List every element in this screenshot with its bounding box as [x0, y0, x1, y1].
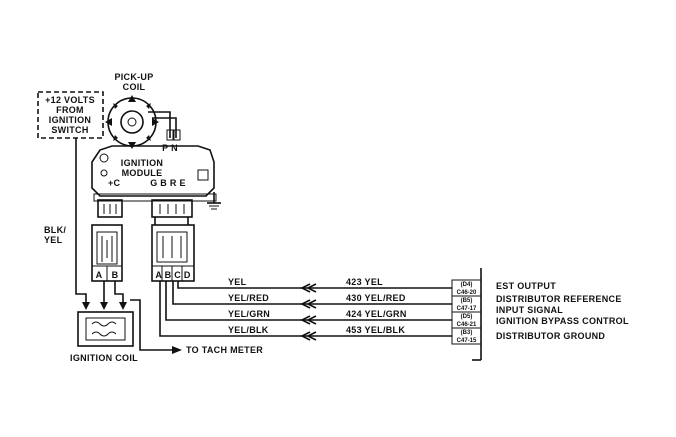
connector-chevron-icon	[300, 315, 311, 325]
wire-distributor-reference-line	[172, 281, 452, 305]
wire-distributor-ground-circuit: 453 YEL/BLK	[346, 325, 405, 335]
wire-distributor-reference-ecm-pin: (B5)	[461, 298, 473, 304]
wire-est-output-ecm-cavity: C46-20	[457, 290, 477, 296]
wire-distributor-ground-line	[159, 281, 452, 337]
pickup-pins-label: P N	[162, 143, 178, 153]
module-plus-c-label: +C	[108, 178, 121, 188]
connector-ab: A B	[91, 224, 123, 282]
ignition-switch-label-3: IGNITION	[49, 115, 91, 125]
distributor-reference-extra-label: INPUT SIGNAL	[496, 305, 563, 315]
wire-est-output-ecm-pin: (D4)	[461, 282, 473, 288]
ecm-edge	[472, 268, 482, 361]
wire-distributor-reference-ecm-cavity: C47-17	[457, 306, 477, 312]
connector-chevron-icon	[306, 283, 317, 293]
ground-icon	[207, 192, 221, 210]
ignition-coil: IGNITION COIL	[70, 302, 138, 363]
wire-ignition-bypass-ecm-cavity: C46-21	[457, 322, 477, 328]
module-label-2: MODULE	[122, 168, 163, 178]
conn-ab-b-label: B	[112, 270, 119, 280]
pickup-coil: PICK-UP COIL	[105, 72, 181, 149]
wire-distributor-reference-function: DISTRIBUTOR REFERENCE	[496, 294, 622, 304]
conn-abcd-label: A B C D	[155, 270, 190, 280]
signal-wires: YEL 423 YEL (D4) C46-20 EST OUTPUT YEL/RED 430…	[159, 277, 629, 345]
wire-distributor-reference-color: YEL/RED	[228, 293, 269, 303]
wire-ignition-bypass-circuit: 424 YEL/GRN	[346, 309, 407, 319]
wire-ignition-bypass-line	[165, 281, 452, 321]
pickup-coil-label-1: PICK-UP	[114, 72, 153, 82]
ignition-switch-box: +12 VOLTS FROM IGNITION SWITCH	[37, 91, 104, 139]
wire-ignition-bypass-ecm-pin: (D5)	[461, 314, 473, 320]
pickup-coil-label-2: COIL	[123, 82, 146, 92]
wire-distributor-ground-ecm-pin: (B3)	[461, 330, 473, 336]
module-pins-label: G B R E	[150, 178, 186, 188]
wire-est-output-function: EST OUTPUT	[496, 281, 556, 291]
wire-est-output-line	[177, 281, 452, 289]
wire-distributor-reference-circuit: 430 YEL/RED	[346, 293, 406, 303]
wire-distributor-ground-ecm-cavity: C47-15	[457, 338, 477, 344]
connector-chevron-icon	[300, 299, 311, 309]
conn-ab-a-label: A	[96, 270, 103, 280]
connector-chevron-icon	[300, 331, 311, 341]
connector-abcd: A B C D	[151, 224, 195, 282]
connector-chevron-icon	[306, 331, 317, 341]
harness-wiring	[75, 138, 189, 354]
wire-ignition-bypass-function: IGNITION BYPASS CONTROL	[496, 316, 629, 326]
ignition-module: P N IGNITION MODULE +C G B R E	[91, 143, 217, 218]
blk-yel-label-1: BLK/	[44, 225, 66, 235]
wire-ignition-bypass: YEL/GRN 424 YEL/GRN (D5) C46-21 IGNITION BYP…	[165, 281, 629, 329]
tach-meter-label: TO TACH METER	[186, 345, 263, 355]
wire-est-output-color: YEL	[228, 277, 247, 287]
ignition-switch-label-2: FROM	[56, 105, 84, 115]
ignition-coil-label: IGNITION COIL	[70, 353, 138, 363]
ignition-switch-label-1: +12 VOLTS	[45, 95, 95, 105]
blk-yel-label-2: YEL	[44, 235, 63, 245]
wire-est-output: YEL 423 YEL (D4) C46-20 EST OUTPUT	[177, 277, 556, 297]
ignition-switch-label-4: SWITCH	[51, 125, 88, 135]
wire-distributor-ground: YEL/BLK 453 YEL/BLK (B3) C47-15 DISTRIBUTOR …	[159, 281, 605, 345]
connector-chevron-icon	[300, 283, 311, 293]
wire-distributor-ground-function: DISTRIBUTOR GROUND	[496, 331, 605, 341]
connector-chevron-icon	[306, 299, 317, 309]
wire-est-output-circuit: 423 YEL	[346, 277, 383, 287]
module-label-1: IGNITION	[121, 158, 163, 168]
wire-ignition-bypass-color: YEL/GRN	[228, 309, 270, 319]
wire-distributor-ground-color: YEL/BLK	[228, 325, 269, 335]
connector-chevron-icon	[306, 315, 317, 325]
